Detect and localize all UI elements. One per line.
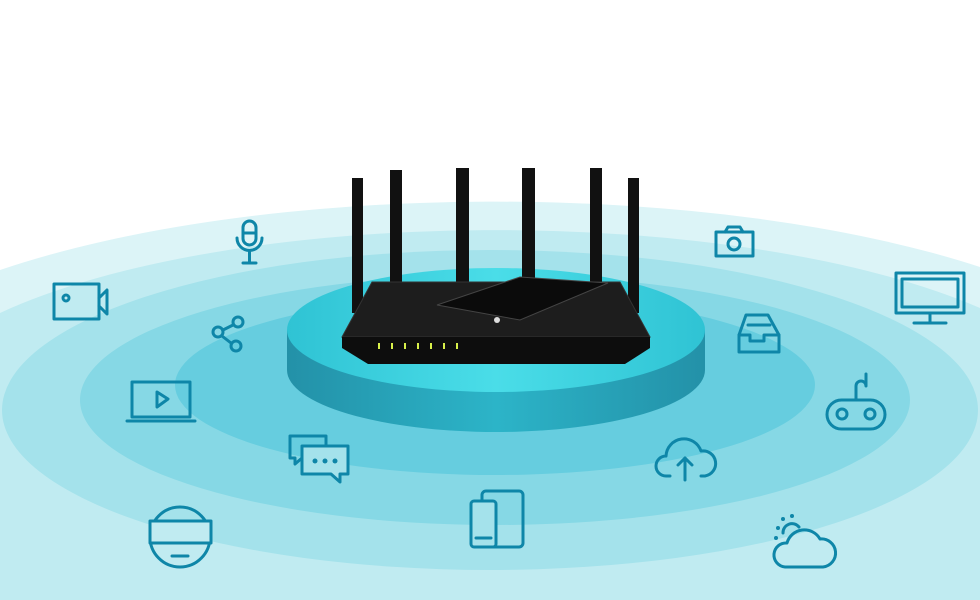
led (443, 343, 445, 349)
microphone-icon (235, 219, 264, 265)
inbox-tray-icon (737, 313, 781, 354)
antenna (352, 178, 363, 313)
antenna (522, 168, 535, 283)
share-icon (211, 315, 245, 353)
brand-logo (494, 317, 500, 323)
vr-headset-icon (148, 505, 213, 569)
status-leds (378, 343, 458, 349)
led (430, 343, 432, 349)
laptop-play-icon (125, 380, 197, 423)
antenna (390, 170, 402, 285)
tablet-phone-icon (469, 489, 525, 549)
led (417, 343, 419, 349)
led (378, 343, 380, 349)
router-front (342, 337, 650, 364)
antennas (352, 168, 639, 313)
led (404, 343, 406, 349)
antenna (628, 178, 639, 313)
led (456, 343, 458, 349)
led (391, 343, 393, 349)
monitor-icon (894, 271, 966, 325)
antenna (456, 168, 469, 283)
router-top-panel (436, 276, 609, 321)
camera-icon (714, 225, 755, 258)
cloud-upload-icon (654, 437, 718, 482)
video-camera-icon (52, 282, 109, 321)
antenna (590, 168, 602, 283)
chat-bubbles-icon (288, 434, 350, 484)
weather-cloud-icon (772, 514, 838, 569)
router (341, 168, 651, 364)
game-controller-icon (825, 372, 887, 431)
